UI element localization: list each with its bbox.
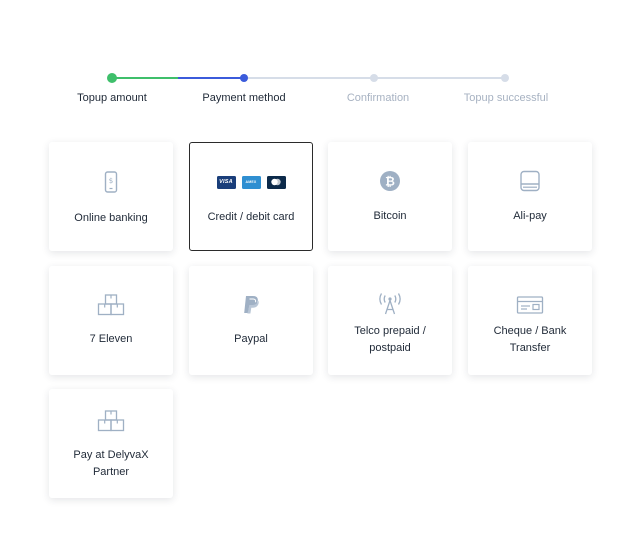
stepper-track-complete <box>112 77 178 79</box>
step-label-topup-successful: Topup successful <box>463 92 549 104</box>
payment-option-label: Paypal <box>234 333 268 345</box>
boxes-icon <box>49 409 173 433</box>
payment-option-telco[interactable]: Telco prepaid / postpaid <box>328 266 452 375</box>
step-dot-confirmation <box>370 74 378 82</box>
paypal-icon <box>189 294 313 316</box>
step-dot-topup-amount <box>107 73 117 83</box>
payment-option-label: Bitcoin <box>373 210 407 222</box>
payment-option-cheque-bank-transfer[interactable]: Cheque / Bank Transfer <box>468 266 592 375</box>
stepper-track-current <box>178 77 244 79</box>
visa-icon: VISA <box>216 175 236 189</box>
payment-option-bitcoin[interactable]: ₿ Bitcoin <box>328 142 452 251</box>
mobile-dollar-icon: $ <box>49 170 173 194</box>
svg-text:₿: ₿ <box>385 175 395 189</box>
payment-option-paypal[interactable]: Paypal <box>189 266 313 375</box>
step-dot-payment-method <box>240 74 248 82</box>
payment-option-label: Credit / debit card <box>207 211 295 223</box>
step-label-confirmation: Confirmation <box>346 92 410 104</box>
payment-option-credit-debit-card[interactable]: VISA AMEX Credit / debit card <box>189 142 313 251</box>
amex-icon: AMEX <box>241 175 261 189</box>
payment-option-7-eleven[interactable]: 7 Eleven <box>49 266 173 375</box>
cheque-icon <box>468 294 592 316</box>
antenna-icon <box>328 292 452 316</box>
step-label-payment-method[interactable]: Payment method <box>202 92 286 104</box>
alipay-icon <box>468 170 592 192</box>
boxes-icon <box>49 293 173 317</box>
payment-option-delyvax-partner[interactable]: Pay at DelyvaX Partner <box>49 389 173 498</box>
bitcoin-icon: ₿ <box>328 170 452 192</box>
payment-option-label: 7 Eleven <box>89 333 133 345</box>
payment-option-label: Ali-pay <box>513 210 547 222</box>
svg-text:$: $ <box>109 177 113 185</box>
payment-option-label: Cheque / Bank Transfer <box>493 325 567 354</box>
payment-option-label: Pay at DelyvaX Partner <box>73 449 149 478</box>
step-dot-topup-successful <box>501 74 509 82</box>
payment-option-online-banking[interactable]: $ Online banking <box>49 142 173 251</box>
card-brands-icon: VISA AMEX <box>190 174 312 190</box>
stepper-track <box>112 77 505 79</box>
payment-option-label: Telco prepaid / postpaid <box>354 325 426 354</box>
payment-option-label: Online banking <box>74 212 148 224</box>
mastercard-icon <box>266 175 286 189</box>
payment-option-alipay[interactable]: Ali-pay <box>468 142 592 251</box>
progress-stepper: Topup amount Payment method Confirmation… <box>0 0 641 120</box>
step-label-topup-amount[interactable]: Topup amount <box>77 92 147 104</box>
